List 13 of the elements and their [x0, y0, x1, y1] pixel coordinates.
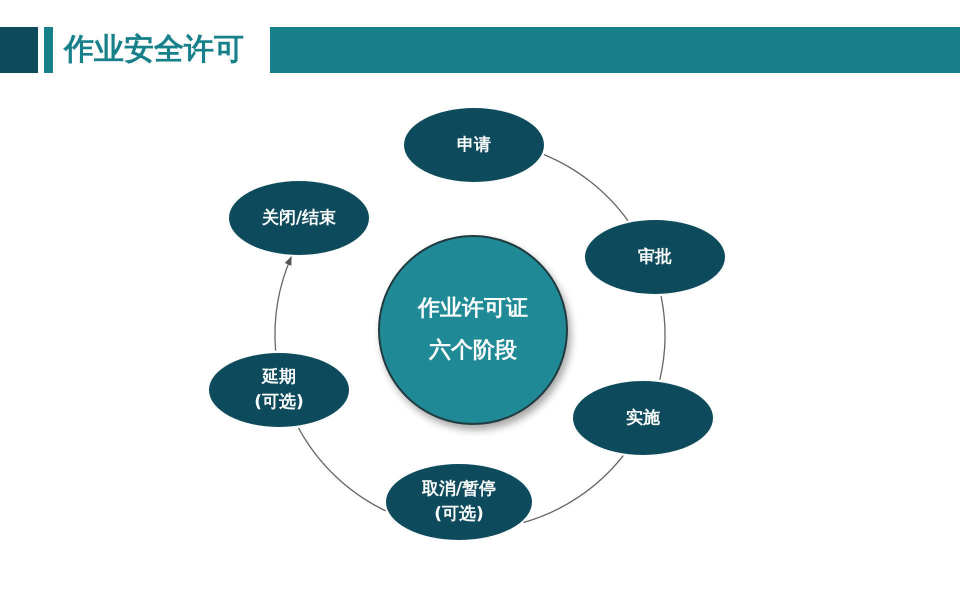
stage-label: 申请: [457, 134, 491, 157]
connector-line: [544, 154, 628, 222]
stage-label: 取消/暂停(可选): [420, 478, 498, 526]
center-label: 作业许可证六个阶段: [416, 295, 529, 365]
stage-label: 实施: [626, 406, 660, 430]
connector-line: [298, 428, 386, 512]
title: 作业安全许可: [64, 31, 244, 69]
stage-label: 关闭/结束: [262, 206, 336, 230]
connector-line: [523, 455, 624, 524]
connector-line: [659, 296, 666, 380]
stage-label: 延期(可选): [253, 366, 305, 414]
stage-label: 审批: [638, 246, 672, 269]
arrow: [274, 256, 292, 351]
